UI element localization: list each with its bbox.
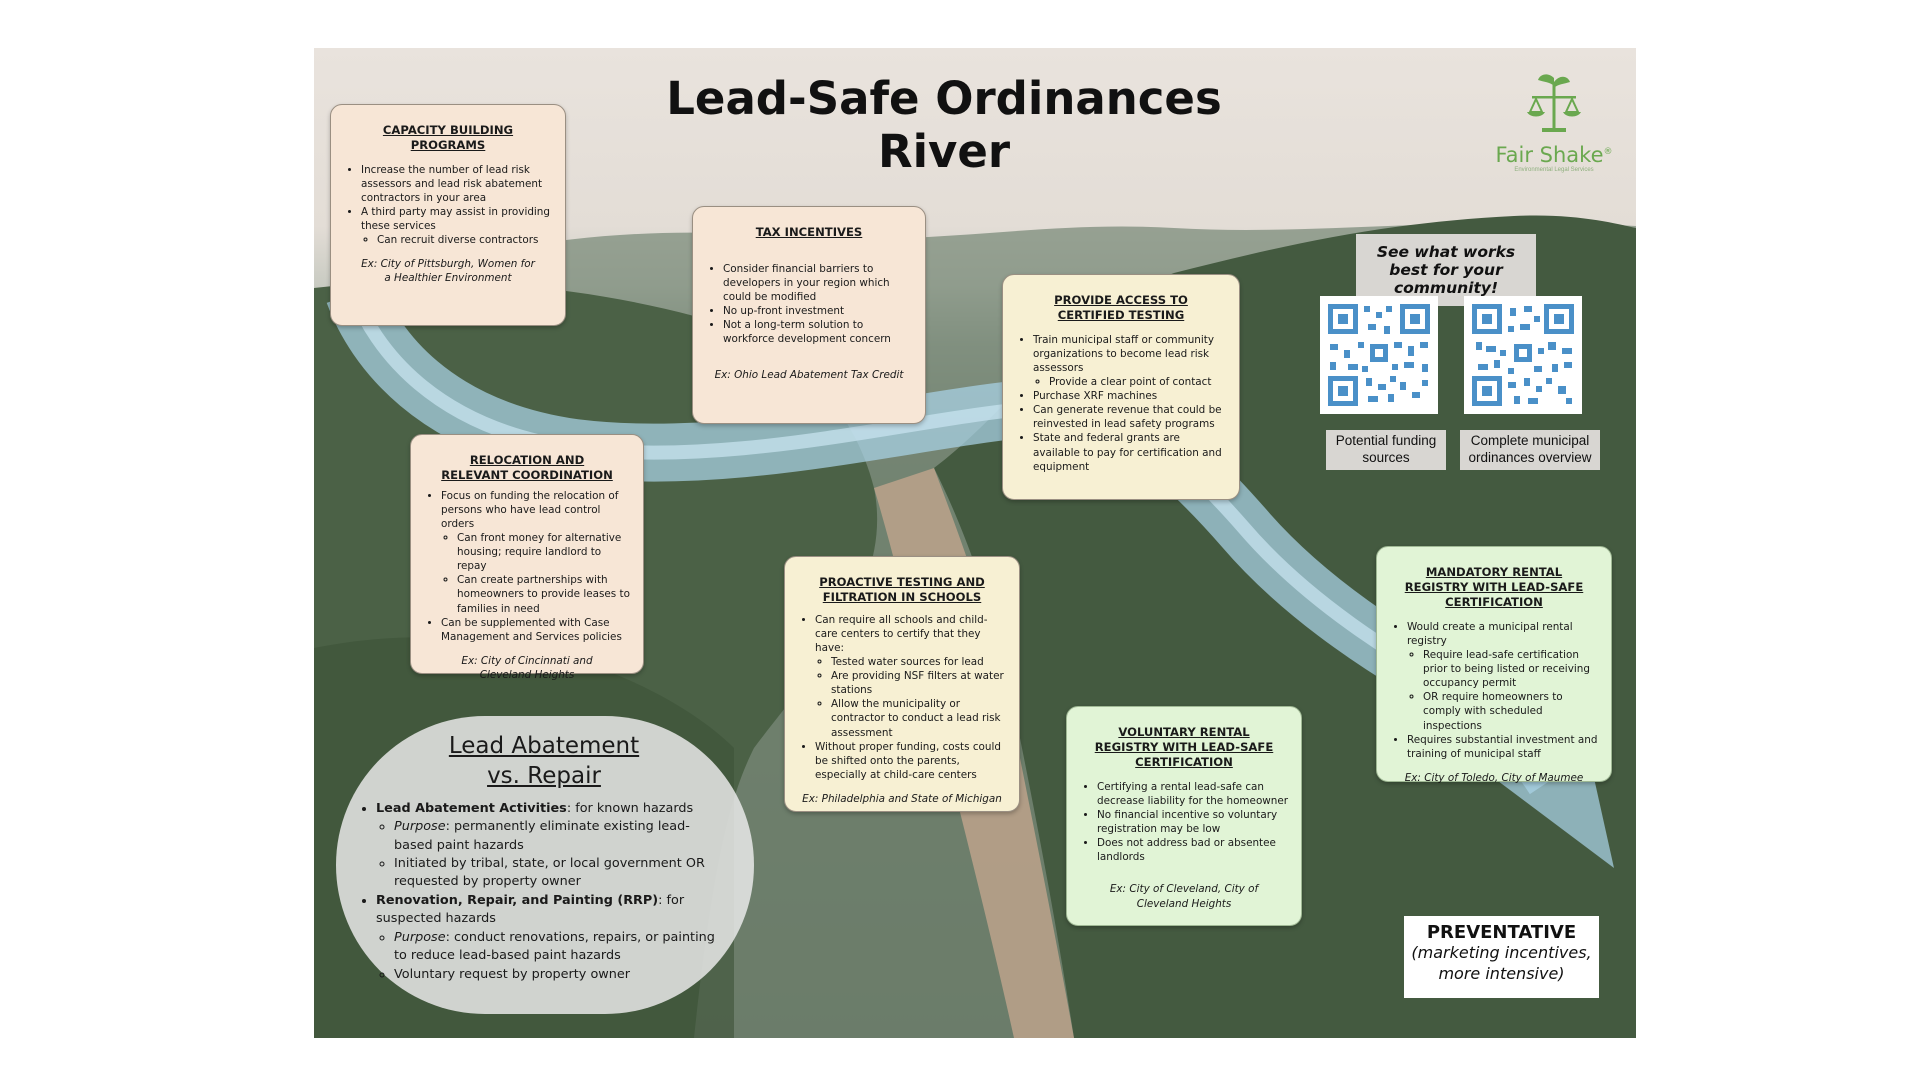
qr-label-ordinances: Complete municipal ordinances overview <box>1460 430 1600 470</box>
card-voluntary-registry: VOLUNTARY RENTAL REGISTRY WITH LEAD-SAFE… <box>1066 706 1302 926</box>
card-heading: TAX INCENTIVES <box>755 225 863 239</box>
list-item: No up-front investment <box>723 304 913 318</box>
qr-code-icon <box>1472 304 1574 406</box>
list-item: Can be supplemented with Case Management… <box>441 616 631 644</box>
list-item: Voluntary request by property owner <box>394 966 726 984</box>
list-item: Train municipal staff or community organ… <box>1033 334 1215 375</box>
preventative-title: PREVENTATIVE <box>1426 922 1577 943</box>
card-example: Ex: City of Cincinnati and Cleveland Hei… <box>461 654 593 681</box>
page-title: Lead-Safe Ordinances River <box>666 72 1222 178</box>
list-item: Increase the number of lead risk assesso… <box>361 163 553 205</box>
list-item: Can recruit diverse contractors <box>377 233 553 247</box>
list-item: Not a long-term solution to workforce de… <box>723 318 913 346</box>
abatement-label: Lead Abatement Activities <box>376 800 567 816</box>
card-example: Ex: Ohio Lead Abatement Tax Credit <box>714 369 904 382</box>
logo-name: Fair Shake <box>1495 143 1604 167</box>
list-item: Require lead-safe certification prior to… <box>1423 648 1599 690</box>
list-item: State and federal grants are available t… <box>1033 431 1227 473</box>
card-heading: VOLUNTARY RENTAL REGISTRY WITH LEAD-SAFE… <box>1094 725 1274 770</box>
card-heading: PROVIDE ACCESS TO CERTIFIED TESTING <box>1054 293 1188 323</box>
qr-code-funding[interactable] <box>1320 296 1438 414</box>
fair-shake-logo: Fair Shake® Environmental Legal Services <box>1484 72 1624 173</box>
qr-code-icon <box>1328 304 1430 406</box>
card-heading: CAPACITY BUILDING PROGRAMS <box>382 123 514 153</box>
card-capacity-building: CAPACITY BUILDING PROGRAMS Increase the … <box>330 104 566 326</box>
qr-code-ordinances[interactable] <box>1464 296 1582 414</box>
card-schools: PROACTIVE TESTING AND FILTRATION IN SCHO… <box>784 556 1020 812</box>
card-relocation: RELOCATION AND RELEVANT COORDINATION Foc… <box>410 434 644 681</box>
list-item: Purchase XRF machines <box>1033 389 1227 403</box>
list-item: Would create a municipal rental registry <box>1407 621 1573 648</box>
list-item: Allow the municipality or contractor to … <box>831 697 1007 739</box>
card-heading: MANDATORY RENTAL REGISTRY WITH LEAD-SAFE… <box>1404 565 1584 610</box>
preventative-subtitle: (marketing incentives, more intensive) <box>1411 943 1592 983</box>
scales-sprout-icon <box>1527 74 1581 132</box>
card-example: Ex: Philadelphia and State of Michigan <box>802 792 1002 805</box>
list-item: Initiated by tribal, state, or local gov… <box>394 855 726 892</box>
card-heading: PROACTIVE TESTING AND FILTRATION IN SCHO… <box>819 575 985 605</box>
preventative-label: PREVENTATIVE (marketing incentives, more… <box>1404 916 1599 998</box>
list-item: Are providing NSF filters at water stati… <box>831 669 1007 697</box>
list-item: Tested water sources for lead <box>831 655 1007 669</box>
card-certified-testing: PROVIDE ACCESS TO CERTIFIED TESTING Trai… <box>1002 274 1240 500</box>
card-example: Ex: City of Pittsburgh, Women for a Heal… <box>361 258 535 285</box>
rrp-label: Renovation, Repair, and Painting (RRP) <box>376 892 659 908</box>
list-item: Can generate revenue that could be reinv… <box>1033 403 1227 431</box>
community-callout: See what works best for your community! <box>1356 234 1536 306</box>
list-item: No financial incentive so voluntary regi… <box>1097 808 1289 836</box>
card-tax-incentives: TAX INCENTIVES Consider financial barrie… <box>692 206 926 424</box>
list-item: Can require all schools and child-care c… <box>815 614 988 655</box>
card-heading: RELOCATION AND RELEVANT COORDINATION <box>441 453 613 483</box>
logo-tagline: Environmental Legal Services <box>1514 167 1594 173</box>
list-item: Requires substantial investment and trai… <box>1407 733 1599 761</box>
list-item: OR require homeowners to comply with sch… <box>1423 690 1599 732</box>
card-mandatory-registry: MANDATORY RENTAL REGISTRY WITH LEAD-SAFE… <box>1376 546 1612 784</box>
list-item: Focus on funding the relocation of perso… <box>441 490 619 531</box>
list-item: Provide a clear point of contact <box>1049 375 1227 389</box>
list-item: Consider financial barriers to developer… <box>723 262 913 304</box>
logo-reg: ® <box>1603 147 1613 157</box>
list-item: Can front money for alternative housing;… <box>457 531 631 573</box>
list-item: A third party may assist in providing th… <box>361 206 550 233</box>
list-item: Can create partnerships with homeowners … <box>457 573 631 615</box>
list-item: Does not address bad or absentee landlor… <box>1097 836 1289 864</box>
list-item: Without proper funding, costs could be s… <box>815 740 1007 782</box>
qr-label-funding: Potential funding sources <box>1326 430 1446 470</box>
list-item: Certifying a rental lead-safe can decrea… <box>1097 780 1289 808</box>
card-example: Ex: City of Toledo, City of Maumee <box>1404 771 1584 784</box>
card-example: Ex: City of Cleveland, City of Cleveland… <box>1109 883 1259 910</box>
poster: Lead-Safe Ordinances River Fair Shake® E… <box>314 48 1636 1038</box>
